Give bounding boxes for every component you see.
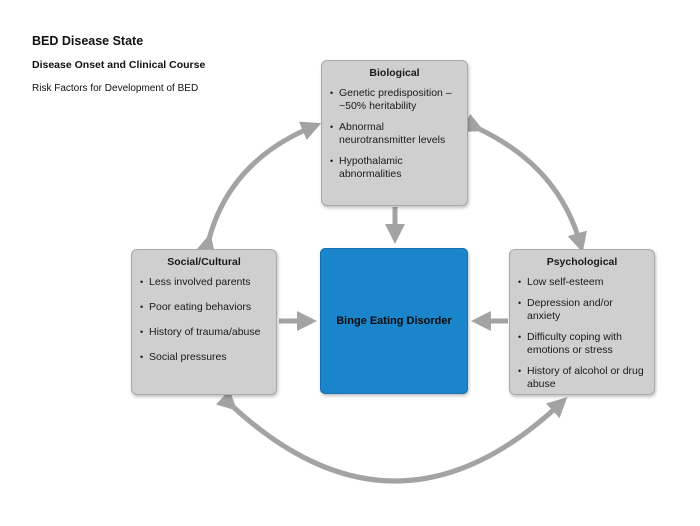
- list-item: History of trauma/abuse: [140, 326, 268, 339]
- arrow-social-psychological: [215, 389, 568, 484]
- list-item: Less involved parents: [140, 276, 268, 289]
- list-item: Low self-esteem: [518, 276, 646, 289]
- social-cultural-list: Less involved parents Poor eating behavi…: [140, 276, 268, 364]
- list-item: Genetic predisposition – ~50% heritabili…: [330, 87, 459, 113]
- arrow-social-biological: [195, 121, 322, 256]
- list-item: History of alcohol or drug abuse: [518, 365, 646, 391]
- page-title: BED Disease State: [32, 34, 144, 48]
- list-item: Abnormal neurotransmitter levels: [330, 121, 459, 147]
- diagram-caption: Risk Factors for Development of BED: [32, 83, 199, 94]
- social-cultural-title: Social/Cultural: [167, 256, 241, 268]
- psychological-title: Psychological: [546, 256, 618, 268]
- biological-title: Biological: [369, 67, 420, 79]
- arrow-biological-psychological: [461, 113, 587, 253]
- biological-factor-box: Biological Genetic predisposition – ~50%…: [321, 60, 468, 206]
- list-item: Difficulty coping with emotions or stres…: [518, 331, 646, 357]
- list-item: Hypothalamic abnormalities: [330, 155, 459, 181]
- center-label: Binge Eating Disorder: [336, 315, 452, 327]
- binge-eating-disorder-box: Binge Eating Disorder: [320, 248, 468, 394]
- psychological-factor-box: Psychological Low self-esteem Depression…: [509, 249, 655, 395]
- social-cultural-factor-box: Social/Cultural Less involved parents Po…: [131, 249, 277, 395]
- psychological-list: Low self-esteem Depression and/or anxiet…: [518, 276, 646, 391]
- list-item: Depression and/or anxiety: [518, 297, 646, 323]
- page-subtitle: Disease Onset and Clinical Course: [32, 59, 206, 71]
- list-item: Poor eating behaviors: [140, 301, 268, 314]
- biological-list: Genetic predisposition – ~50% heritabili…: [330, 87, 459, 181]
- list-item: Social pressures: [140, 351, 268, 364]
